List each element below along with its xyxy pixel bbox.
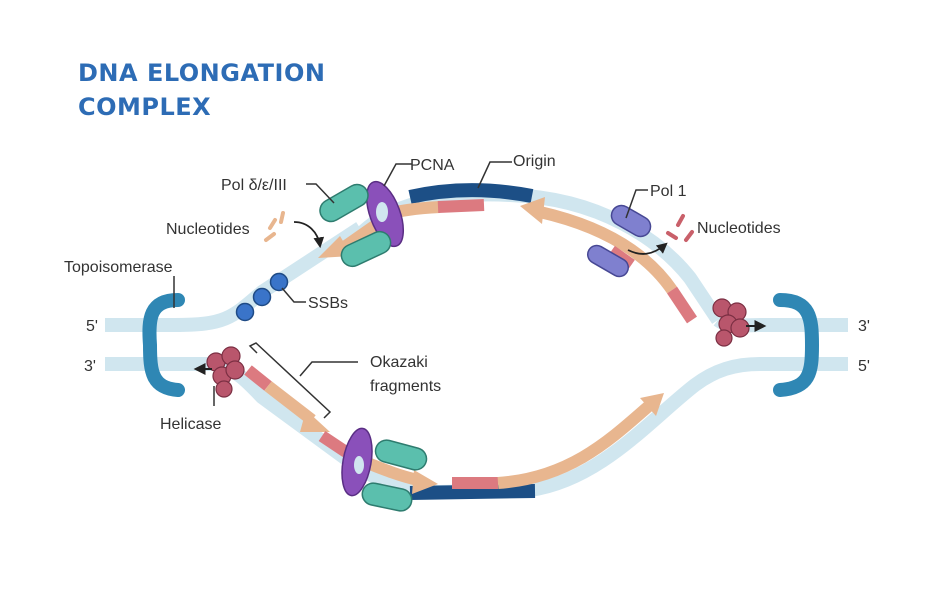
label-left-bottom-end: 3' — [84, 358, 96, 375]
label-pol-delta: Pol δ/ε/III — [221, 177, 287, 194]
okazaki-arrowhead — [300, 410, 330, 432]
label-right-top-end: 3' — [858, 318, 870, 335]
page-title: DNA ELONGATION COMPLEX — [78, 56, 325, 124]
origin-band-top — [408, 183, 534, 204]
pcna-bottom-hole — [354, 456, 364, 474]
title-line-2: COMPLEX — [78, 93, 212, 121]
nucleotides-right-marks — [666, 214, 694, 242]
nucleotides-left-marks — [264, 211, 285, 242]
top-right-new-strand — [538, 206, 677, 294]
bottom-right-arrowhead — [640, 393, 664, 416]
label-okazaki-line1: Okazaki — [370, 354, 428, 371]
label-left-top-end: 5' — [86, 318, 98, 335]
bottom-left-arrowhead — [412, 470, 438, 494]
bottom-right-new-strand — [497, 400, 654, 489]
label-okazaki-line2: fragments — [370, 378, 441, 395]
okazaki-primer — [244, 365, 272, 391]
polymerase-top-lower — [340, 230, 392, 268]
label-pcna: PCNA — [410, 157, 455, 174]
origin-band-bottom — [409, 484, 536, 500]
label-ssbs: SSBs — [308, 295, 348, 312]
top-primer — [437, 199, 485, 213]
label-origin: Origin — [513, 153, 556, 170]
polymerase-bottom-upper — [374, 439, 428, 471]
pol1-lower — [586, 244, 630, 278]
label-nucleotides-left: Nucleotides — [166, 221, 250, 238]
bottom-bubble-strand — [340, 357, 848, 500]
parental-strands — [105, 187, 848, 500]
pol1-upper — [610, 204, 652, 238]
top-right-primer — [667, 286, 697, 324]
pcna-top-hole — [376, 202, 388, 222]
bottom-left-primer — [318, 431, 350, 457]
top-right-arrowhead — [520, 197, 545, 224]
nucleotides-right-arrow — [627, 242, 668, 255]
leader-lines — [173, 161, 648, 419]
nucleotides-left-arrow — [293, 221, 325, 249]
okazaki-fragment — [264, 381, 316, 425]
title-line-1: DNA ELONGATION — [78, 59, 326, 87]
polymerase-top-upper — [319, 183, 369, 223]
label-pol1: Pol 1 — [650, 183, 687, 200]
topoisomerase-right — [773, 293, 820, 397]
label-nucleotides-right: Nucleotides — [697, 220, 781, 237]
label-helicase: Helicase — [160, 416, 221, 433]
topoisomerase-left — [142, 293, 185, 397]
helicase-left — [206, 346, 245, 398]
ssbs — [235, 272, 289, 322]
label-right-bottom-end: 5' — [858, 358, 870, 375]
label-topoisomerase: Topoisomerase — [64, 259, 173, 276]
helicase-right — [712, 298, 750, 347]
polymerase-bottom-lower — [361, 482, 413, 512]
pol1-primer-stub — [609, 245, 635, 269]
